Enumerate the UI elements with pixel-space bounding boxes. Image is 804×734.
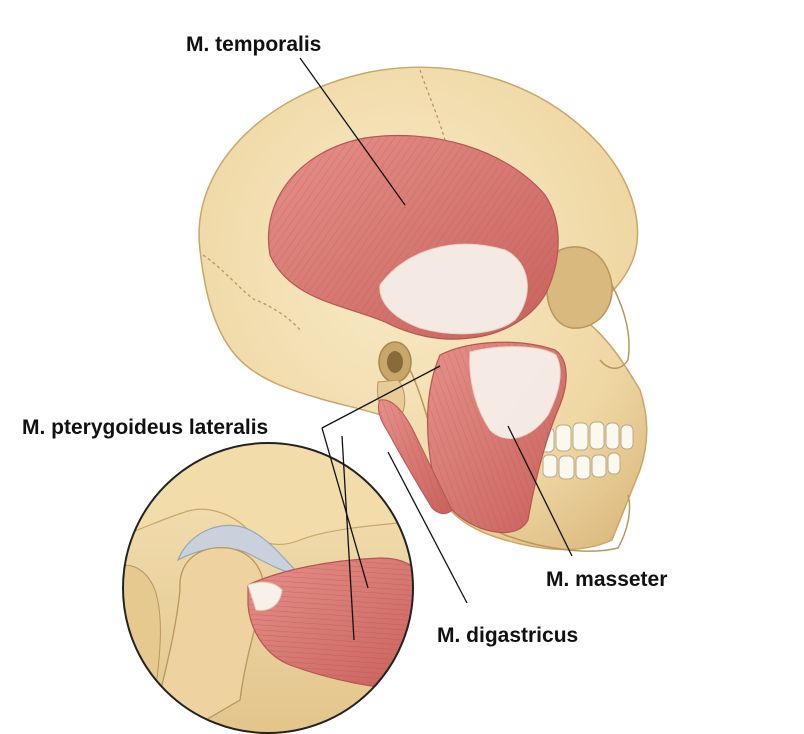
label-temporalis: M. temporalis bbox=[186, 34, 321, 55]
label-pterygoideus-lateralis: M. pterygoideus lateralis bbox=[22, 417, 268, 438]
label-digastricus: M. digastricus bbox=[437, 625, 578, 646]
label-masseter: M. masseter bbox=[546, 569, 667, 590]
tmj-inset bbox=[110, 430, 430, 734]
